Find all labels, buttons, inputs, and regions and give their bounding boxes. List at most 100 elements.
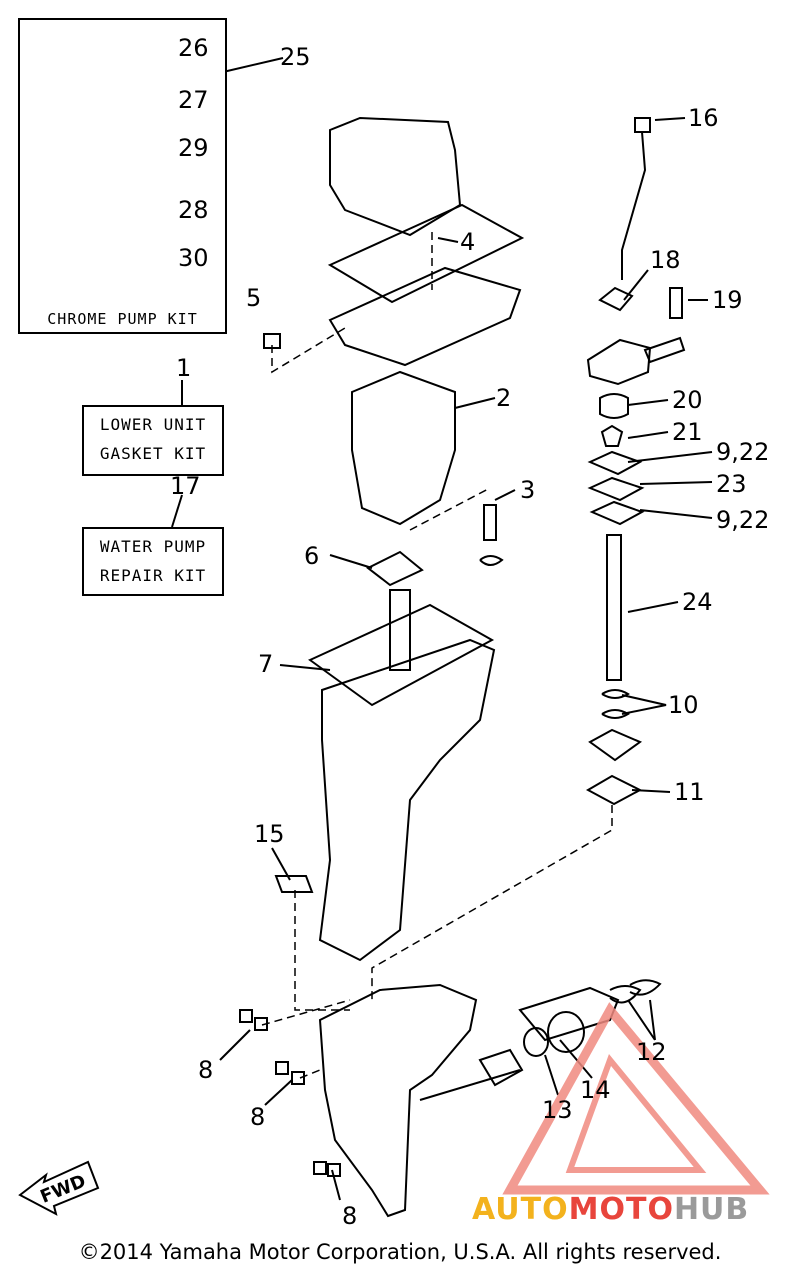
propeller-shaft [419, 1069, 521, 1101]
fwd-arrow [18, 1160, 100, 1216]
water-pump-kit-line2: REPAIR KIT [99, 566, 207, 585]
part-20-insert [599, 393, 629, 419]
part-16-rod-end [634, 117, 651, 133]
leader-15 [271, 847, 291, 881]
callout-15: 15 [254, 820, 285, 848]
water-pump-kit-line1: WATER PUMP [99, 537, 207, 556]
part-12-bearings [609, 979, 662, 1004]
part-6-gasket [366, 550, 424, 587]
brand-part-moto: MOTO [568, 1192, 674, 1227]
lower-unit-gasket-kit-box: LOWER UNIT GASKET KIT [82, 405, 224, 476]
part-13-o-ring [523, 1027, 549, 1057]
leader-17 [171, 494, 183, 528]
callout-18: 18 [650, 246, 681, 274]
driveshaft-housing [318, 638, 496, 962]
callout-4: 4 [460, 228, 476, 256]
water-pump-repair-kit-box: WATER PUMP REPAIR KIT [82, 527, 224, 596]
leader-24 [627, 601, 679, 613]
callout-23: 23 [716, 470, 747, 498]
watermark-logo [502, 1002, 770, 1195]
copyright-notice: ©2014 Yamaha Motor Corporation, U.S.A. A… [78, 1240, 722, 1264]
callout-21: 21 [672, 418, 703, 446]
callout-12: 12 [636, 1038, 667, 1066]
part-7-gasket [308, 603, 495, 707]
exhaust-plate [328, 266, 522, 367]
callout-29: 29 [178, 134, 209, 162]
assembly-line-15 [294, 890, 350, 1011]
shift-rod [621, 131, 647, 280]
chrome-pump-kit-box: CHROME PUMP KIT [18, 18, 227, 334]
leader-21 [627, 431, 669, 439]
part-2-exhaust-guide [351, 370, 456, 526]
leader-16 [654, 117, 686, 121]
callout-13: 13 [542, 1096, 573, 1124]
callout-1: 1 [176, 354, 192, 382]
callout-9-22b: 9,22 [716, 506, 770, 534]
part-19-bolt [669, 287, 683, 319]
callout-8a: 8 [198, 1056, 214, 1084]
leader-9-22a [627, 451, 713, 463]
callout-8c: 8 [342, 1202, 358, 1230]
pump-housing-upper [586, 338, 652, 386]
leader-20 [627, 399, 669, 406]
callout-17: 17 [170, 472, 201, 500]
lower-unit-case [318, 983, 478, 1218]
callout-6: 6 [304, 542, 320, 570]
callout-2: 2 [496, 384, 512, 412]
lower-unit-kit-line1: LOWER UNIT [99, 415, 207, 434]
part-14-o-ring [547, 1011, 585, 1053]
assembly-line-3 [409, 487, 491, 531]
brand-part-hub: HUB [673, 1192, 750, 1227]
assembly-line-pump [371, 805, 613, 1000]
leader-9-22b [639, 509, 713, 519]
driveshaft-tube [389, 589, 411, 671]
lower-unit-kit-line2: GASKET KIT [99, 444, 207, 463]
callout-11: 11 [674, 778, 705, 806]
leader-8b [264, 1079, 293, 1106]
part-23-plate [587, 476, 645, 502]
leader-13 [544, 1054, 559, 1096]
callout-3: 3 [520, 476, 536, 504]
callout-7: 7 [258, 650, 274, 678]
leader-14 [559, 1039, 593, 1079]
callout-20: 20 [672, 386, 703, 414]
callout-8b: 8 [250, 1103, 266, 1131]
part-24-driveshaft [606, 534, 622, 681]
forward-gear [478, 1048, 524, 1087]
oil-seal-housing [588, 728, 643, 762]
part-8-bolt-c [313, 1161, 341, 1177]
callout-27: 27 [178, 86, 209, 114]
shift-lever [643, 336, 686, 364]
part-5-nut [263, 333, 281, 349]
callout-14: 14 [580, 1076, 611, 1104]
callout-24: 24 [682, 588, 713, 616]
leader-23 [639, 481, 713, 485]
upper-casing [329, 116, 462, 237]
leader-8a [219, 1029, 251, 1061]
leader-10 [621, 694, 667, 715]
callout-9-22a: 9,22 [716, 438, 770, 466]
part-9-22-gasket-a [587, 450, 643, 476]
leader-3 [494, 489, 516, 501]
callout-5: 5 [246, 284, 262, 312]
part-8-bolt-b [275, 1061, 305, 1085]
part-3-bolt [479, 504, 504, 566]
part-21-impeller [600, 424, 624, 447]
leader-6 [329, 554, 373, 569]
leader-12 [627, 999, 656, 1041]
callout-25: 25 [280, 43, 311, 71]
part-8-bolt-a [239, 1009, 268, 1031]
callout-10: 10 [668, 691, 699, 719]
part-15-clip [274, 875, 314, 893]
assembly-line-left [271, 327, 346, 374]
leader-2 [454, 397, 496, 409]
callout-28: 28 [178, 196, 209, 224]
callout-19: 19 [712, 286, 743, 314]
part-9-22-gasket-b [589, 500, 645, 526]
part-10-seals [601, 689, 630, 719]
callout-30: 30 [178, 244, 209, 272]
leader-4 [437, 237, 459, 243]
callout-16: 16 [688, 104, 719, 132]
chrome-pump-kit-label: CHROME PUMP KIT [47, 310, 198, 328]
leader-25 [222, 57, 284, 73]
